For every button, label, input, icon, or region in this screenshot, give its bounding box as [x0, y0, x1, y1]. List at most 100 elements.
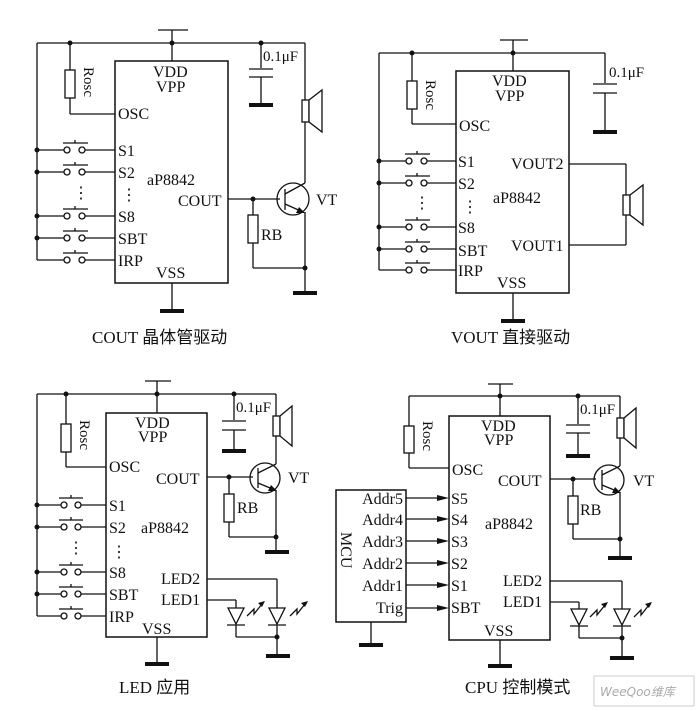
mcu-pin-addr1: Addr1 [362, 578, 403, 595]
diagram-led-application: VDD VPP OSC COUT aP8842 LED2 LED1 VSS Ro… [34, 380, 310, 697]
switch-s8 [34, 206, 115, 220]
pin-led1: LED1 [161, 592, 200, 609]
ellipsis-pins: ⋮ [462, 199, 478, 216]
resistor-rosc [403, 425, 415, 454]
chip-name: aP8842 [493, 190, 541, 207]
caption-led-application: LED 应用 [119, 678, 190, 697]
chip-name: aP8842 [141, 520, 189, 537]
watermark: WeeQoo维库 [593, 675, 695, 707]
speaker-icon [616, 417, 625, 439]
mcu-signal-addr5: Addr5 S5 [362, 491, 468, 508]
mcu-pin-addr4: Addr4 [362, 512, 403, 529]
mcu-signal-trig: Trig SBT [376, 600, 481, 617]
pin-vss: VSS [156, 265, 185, 282]
label-capacitor: 0.1μF [609, 65, 644, 81]
pin-vdd: VDD [481, 418, 516, 435]
pin-osc: OSC [452, 462, 483, 479]
chip-aP8842 [114, 60, 229, 284]
pin-s2: S2 [118, 165, 135, 182]
transistor-vt [593, 464, 625, 496]
caption-cpu-control: CPU 控制模式 [465, 678, 570, 697]
pin-s1: S1 [458, 154, 475, 171]
ellipsis-switches: ⋮ [68, 540, 84, 557]
switch-sbt [34, 584, 106, 598]
resistor-rb [567, 495, 579, 525]
resistor-rosc [60, 423, 72, 453]
ellipsis-pins: ⋮ [111, 544, 127, 561]
watermark-text: WeeQoo维库 [600, 685, 677, 699]
label-rb: RB [261, 227, 282, 244]
transistor-vt [276, 182, 310, 216]
mcu-pin-addr5: Addr5 [362, 491, 403, 508]
pin-vss: VSS [484, 623, 513, 640]
pin-s8: S8 [458, 220, 475, 237]
switch-s8 [34, 562, 106, 576]
chip-aP8842 [448, 415, 551, 641]
switch-s1 [34, 140, 115, 154]
switch-s2 [376, 173, 456, 187]
ellipsis-switches: ⋮ [414, 195, 430, 212]
pin-vdd: VDD [135, 415, 170, 432]
pin-osc: OSC [459, 118, 490, 135]
mcu-pin-addr3: Addr3 [362, 534, 403, 551]
chip-aP8842 [455, 70, 570, 294]
mcu-signal-addr2: Addr2 S2 [362, 556, 468, 573]
led-2 [612, 602, 652, 627]
pin-led1: LED1 [503, 594, 542, 611]
pin-vpp: VPP [156, 79, 185, 96]
switch-s1 [376, 151, 456, 165]
pin-s1: S1 [118, 143, 135, 160]
mcu-signal-addr3: Addr3 S3 [362, 534, 468, 551]
pin-vpp: VPP [138, 429, 167, 446]
pin-irp: IRP [109, 609, 134, 626]
pin-s2: S2 [109, 520, 126, 537]
pin-irp: IRP [118, 253, 143, 270]
pin-s1: S1 [109, 498, 126, 515]
ellipsis-switches: ⋮ [73, 185, 89, 202]
label-rosc: Rosc [419, 421, 435, 451]
led-1 [569, 602, 608, 627]
pin-s1: S1 [451, 578, 468, 595]
pin-vss: VSS [142, 621, 171, 638]
switch-s2 [34, 517, 106, 531]
pin-osc: OSC [118, 106, 149, 123]
pin-osc: OSC [109, 459, 140, 476]
label-rosc: Rosc [422, 80, 438, 110]
pin-sbt: SBT [458, 243, 488, 260]
pin-s5: S5 [451, 491, 468, 508]
label-capacitor: 0.1μF [263, 49, 298, 65]
label-vt: VT [316, 192, 338, 209]
pin-sbt: SBT [118, 231, 148, 248]
pin-cout: COUT [156, 471, 200, 488]
pin-vss: VSS [497, 275, 526, 292]
label-vt: VT [633, 473, 655, 490]
switch-irp [379, 260, 456, 274]
speaker-icon [622, 194, 631, 216]
caption-vout-drive: VOUT 直接驱动 [451, 328, 570, 347]
ellipsis-pins: ⋮ [121, 187, 137, 204]
pin-irp: IRP [458, 263, 483, 280]
diagram-vout-direct-drive: VDD VPP OSC VOUT2 aP8842 VOUT1 VSS Rosc … [376, 39, 644, 347]
switch-sbt [376, 239, 456, 253]
pin-led2: LED2 [161, 571, 200, 588]
pin-s3: S3 [451, 534, 468, 551]
led-2 [267, 601, 308, 626]
label-vt: VT [288, 470, 310, 487]
pin-vout1: VOUT1 [511, 238, 563, 255]
pin-vpp: VPP [484, 432, 513, 449]
pin-cout: COUT [498, 473, 542, 490]
label-rb: RB [237, 500, 258, 517]
pin-s8: S8 [109, 565, 126, 582]
diagram-cout-transistor-drive: VDD VPP OSC aP8842 COUT VSS Rosc S1 S2 ⋮… [34, 29, 338, 347]
label-rb: RB [580, 502, 601, 519]
resistor-rb [223, 493, 235, 523]
mcu-signal-addr1: Addr1 S1 [362, 578, 468, 595]
mcu-pin-trig: Trig [376, 600, 403, 617]
chip-name: aP8842 [147, 172, 195, 189]
pin-led2: LED2 [503, 573, 542, 590]
speaker-icon [272, 415, 281, 437]
resistor-rb [247, 214, 259, 244]
mcu-pin-addr2: Addr2 [362, 556, 403, 573]
chip-aP8842 [105, 412, 208, 638]
